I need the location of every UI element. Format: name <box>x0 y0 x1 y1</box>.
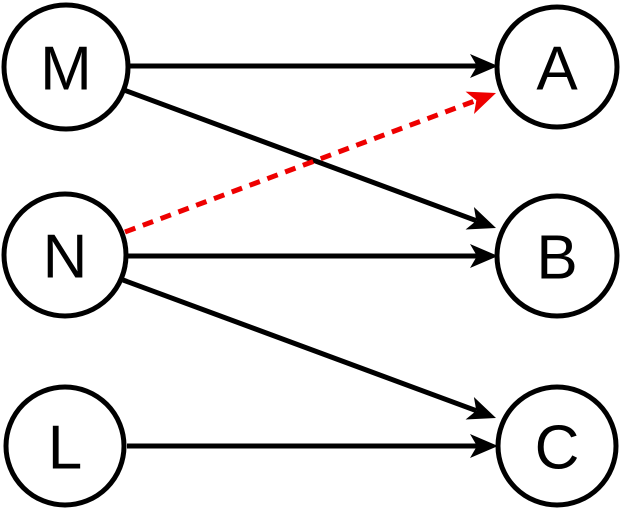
arrowhead <box>465 397 496 420</box>
node-label: L <box>48 414 82 483</box>
node-circle <box>494 193 620 319</box>
node-circle <box>1 2 131 132</box>
node-label: M <box>40 35 92 104</box>
node-circle <box>1 191 129 319</box>
arrowhead <box>470 54 498 78</box>
node-circle <box>3 384 127 508</box>
arrowhead <box>470 434 498 458</box>
node-a[interactable]: A <box>494 4 620 130</box>
node-m[interactable]: M <box>1 2 131 132</box>
edge-line <box>123 87 478 224</box>
edge-n-to-b[interactable] <box>127 244 498 268</box>
edge-line <box>122 277 478 414</box>
node-label: N <box>43 223 88 292</box>
node-n[interactable]: N <box>1 191 129 319</box>
node-label: B <box>536 224 577 293</box>
edge-m-to-b[interactable] <box>123 87 496 230</box>
node-label: A <box>536 35 578 104</box>
edge-line-dashed <box>124 98 478 235</box>
edge-n-to-a-highlighted[interactable] <box>124 91 496 235</box>
edge-layer <box>122 54 498 458</box>
arrowhead <box>465 207 496 230</box>
arrowhead <box>465 91 496 115</box>
node-circle <box>494 4 620 130</box>
node-l[interactable]: L <box>3 384 127 508</box>
edge-n-to-c[interactable] <box>122 277 496 420</box>
node-c[interactable]: C <box>495 384 619 508</box>
edge-l-to-c[interactable] <box>127 434 498 458</box>
edge-m-to-a[interactable] <box>128 54 498 78</box>
node-circle <box>495 384 619 508</box>
node-b[interactable]: B <box>494 193 620 319</box>
node-label: C <box>535 414 580 483</box>
arrowhead <box>470 244 498 268</box>
